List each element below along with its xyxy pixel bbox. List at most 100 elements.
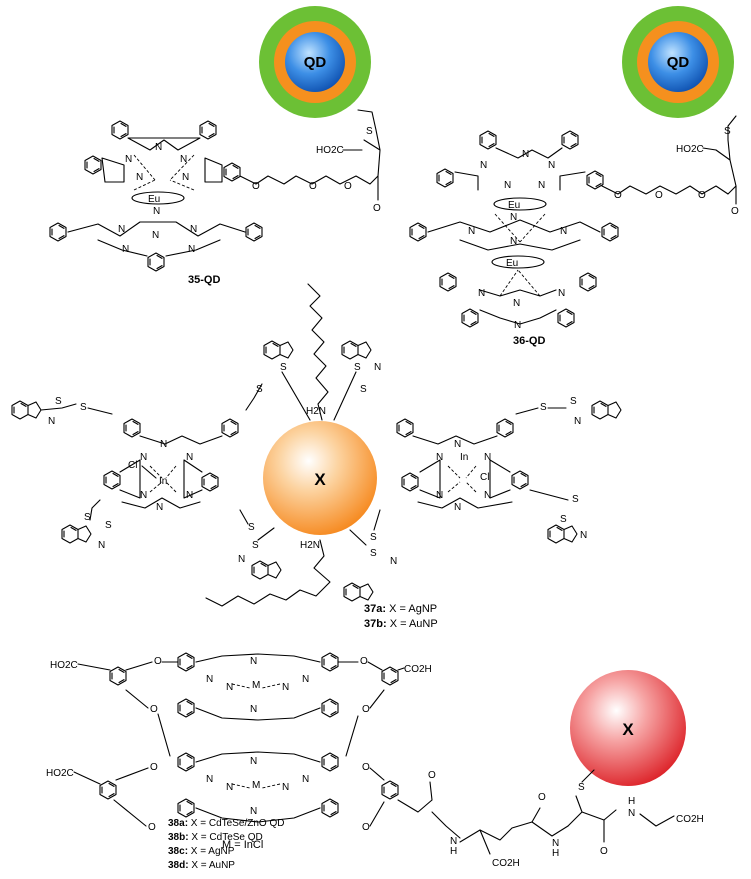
svg-text:O: O xyxy=(600,846,608,857)
svg-text:N: N xyxy=(484,490,491,501)
svg-text:O: O xyxy=(614,190,622,201)
svg-text:N: N xyxy=(153,206,160,217)
svg-text:S: S xyxy=(370,548,377,559)
svg-text:N: N xyxy=(152,230,159,241)
np-label-37: X xyxy=(314,470,326,489)
metal-definition: M = InCl xyxy=(222,839,263,851)
svg-text:N: N xyxy=(155,142,162,153)
svg-text:S: S xyxy=(360,384,367,395)
svg-text:N: N xyxy=(160,439,167,450)
label-38a: 38a: X = CdTeSe/ZnO QD xyxy=(168,818,284,829)
svg-text:O: O xyxy=(362,704,370,715)
svg-text:S: S xyxy=(256,384,263,395)
svg-text:N: N xyxy=(118,224,125,235)
svg-text:N: N xyxy=(140,490,147,501)
svg-text:S: S xyxy=(560,514,567,525)
svg-text:N: N xyxy=(140,452,147,463)
metal-in-right: In xyxy=(460,452,468,463)
svg-text:N: N xyxy=(122,244,129,255)
svg-text:O: O xyxy=(150,704,158,715)
svg-text:O: O xyxy=(698,190,706,201)
svg-text:N: N xyxy=(468,226,475,237)
svg-text:N: N xyxy=(522,149,529,160)
svg-text:N: N xyxy=(478,288,485,299)
svg-text:N: N xyxy=(450,836,457,847)
svg-text:N: N xyxy=(436,490,443,501)
metal-m-top: M xyxy=(252,680,260,691)
svg-text:N: N xyxy=(48,416,55,427)
quantum-dot-36: QD xyxy=(622,6,734,118)
svg-text:N: N xyxy=(484,452,491,463)
peptide-acid-1: CO2H xyxy=(492,858,520,869)
svg-text:H: H xyxy=(552,848,559,859)
axial-cl-left: Cl xyxy=(128,460,137,471)
svg-text:N: N xyxy=(188,244,195,255)
nanoparticle-37 xyxy=(263,421,377,535)
svg-text:N: N xyxy=(480,160,487,171)
svg-text:N: N xyxy=(558,288,565,299)
label-37b: 37b: X = AuNP xyxy=(364,618,438,630)
svg-text:N: N xyxy=(250,806,257,817)
svg-text:S: S xyxy=(370,532,377,543)
svg-text:O: O xyxy=(362,822,370,833)
svg-text:N: N xyxy=(552,838,559,849)
svg-text:N: N xyxy=(250,704,257,715)
svg-text:O: O xyxy=(731,206,739,217)
svg-text:N: N xyxy=(374,362,381,373)
svg-text:H: H xyxy=(450,846,457,857)
svg-text:S: S xyxy=(248,522,255,533)
label-37a: 37a: X = AgNP xyxy=(364,603,437,615)
svg-text:S: S xyxy=(354,362,361,373)
label-38b: 38b: X = CdTeSe QD xyxy=(168,832,263,843)
label-36-qd: 36-QD xyxy=(513,335,545,347)
acid-35: HO2C xyxy=(316,145,344,156)
label-35-qd: 35-QD xyxy=(188,274,220,286)
svg-text:N: N xyxy=(180,154,187,165)
svg-text:O: O xyxy=(362,762,370,773)
svg-text:N: N xyxy=(250,656,257,667)
metal-eu-36-bottom: Eu xyxy=(506,258,518,269)
svg-text:N: N xyxy=(250,756,257,767)
svg-text:N: N xyxy=(454,502,461,513)
svg-text:N: N xyxy=(510,236,517,247)
svg-text:S: S xyxy=(105,520,112,531)
compound-36-qd: QD N N N N N Eu N N N N Eu xyxy=(409,6,739,347)
nanoparticle-38 xyxy=(570,670,686,786)
phthalocyanine-top-35 xyxy=(84,120,241,191)
svg-text:N: N xyxy=(226,682,233,693)
svg-text:N: N xyxy=(510,212,517,223)
quantum-dot-35: QD xyxy=(259,6,371,118)
svg-text:N: N xyxy=(98,540,105,551)
amine-top-37: H2N xyxy=(306,406,326,417)
svg-text:S: S xyxy=(252,540,259,551)
svg-text:N: N xyxy=(282,782,289,793)
svg-text:O: O xyxy=(428,770,436,781)
qd-label-35: QD xyxy=(304,54,327,71)
np-label-38: X xyxy=(622,720,634,739)
metal-eu-35: Eu xyxy=(148,194,160,205)
svg-text:S: S xyxy=(80,402,87,413)
svg-text:N: N xyxy=(282,682,289,693)
svg-text:N: N xyxy=(514,320,521,331)
peptide-thio: S xyxy=(578,782,585,793)
svg-text:N: N xyxy=(186,452,193,463)
svg-text:S: S xyxy=(55,396,62,407)
metal-m-bottom: M xyxy=(252,780,260,791)
svg-text:N: N xyxy=(580,530,587,541)
svg-text:O: O xyxy=(150,762,158,773)
svg-text:N: N xyxy=(454,439,461,450)
compound-38: X N N N N N N M N N N N N N M xyxy=(46,652,704,871)
metal-in-left: In xyxy=(159,476,167,487)
svg-text:N: N xyxy=(574,416,581,427)
svg-text:N: N xyxy=(504,180,511,191)
svg-text:N: N xyxy=(513,298,520,309)
svg-text:S: S xyxy=(572,494,579,505)
svg-text:N: N xyxy=(436,452,443,463)
svg-text:O: O xyxy=(538,792,546,803)
qd-label-36: QD xyxy=(667,54,690,71)
acid-upper-left: HO2C xyxy=(50,660,78,671)
compound-37: X H2N H2N N N N N N N In Cl S N S xyxy=(11,283,622,630)
svg-text:O: O xyxy=(148,822,156,833)
svg-text:S: S xyxy=(84,512,91,523)
